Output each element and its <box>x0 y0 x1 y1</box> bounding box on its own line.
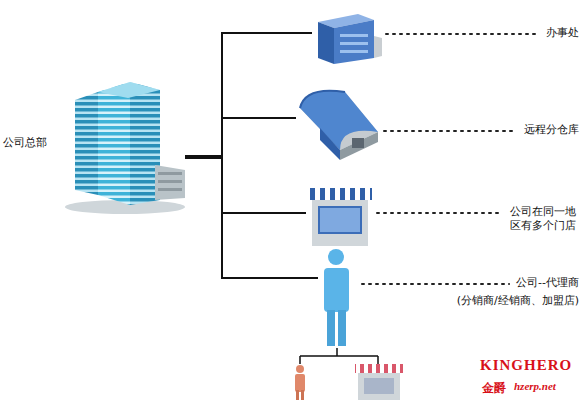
branch-connector <box>186 33 312 157</box>
hq-building <box>65 82 185 214</box>
branch-connector <box>186 118 296 157</box>
node-label: 公司在同一地 区有多个门店 <box>509 205 580 234</box>
store-icon <box>308 188 372 246</box>
office-icon <box>318 14 382 64</box>
leader-dots <box>386 33 539 35</box>
node-label: 远程分仓库 <box>523 123 580 137</box>
watermark-text: hzerp.net <box>514 380 556 392</box>
small-person <box>295 365 305 400</box>
agent-person <box>324 249 349 346</box>
branch-node: 公司在同一地 区有多个门店 <box>306 186 580 248</box>
leader-dots <box>384 130 517 132</box>
branch-node: 远程分仓库 <box>296 86 580 162</box>
node-label: (分销商/经销商、加盟店) <box>456 294 580 308</box>
sub-tree <box>300 348 378 364</box>
watermark-text: 金爵 <box>482 380 506 397</box>
branch-node: 公司--代理商 (分销商/经销商、加盟店) <box>318 246 580 348</box>
node-label: 办事处 <box>545 26 580 40</box>
branch-node: 办事处 <box>312 12 580 64</box>
watermark-text: KINGHERO <box>480 357 572 374</box>
node-label: 公司--代理商 <box>515 276 580 290</box>
headquarters-node: 公司总部 <box>0 70 186 220</box>
branch-connector <box>186 157 318 278</box>
warehouse-icon <box>300 91 378 160</box>
branch-connector <box>186 157 306 213</box>
small-store <box>355 364 403 400</box>
leader-dots <box>377 212 503 214</box>
node-label: 公司总部 <box>2 136 48 150</box>
leader-dots <box>362 283 509 285</box>
